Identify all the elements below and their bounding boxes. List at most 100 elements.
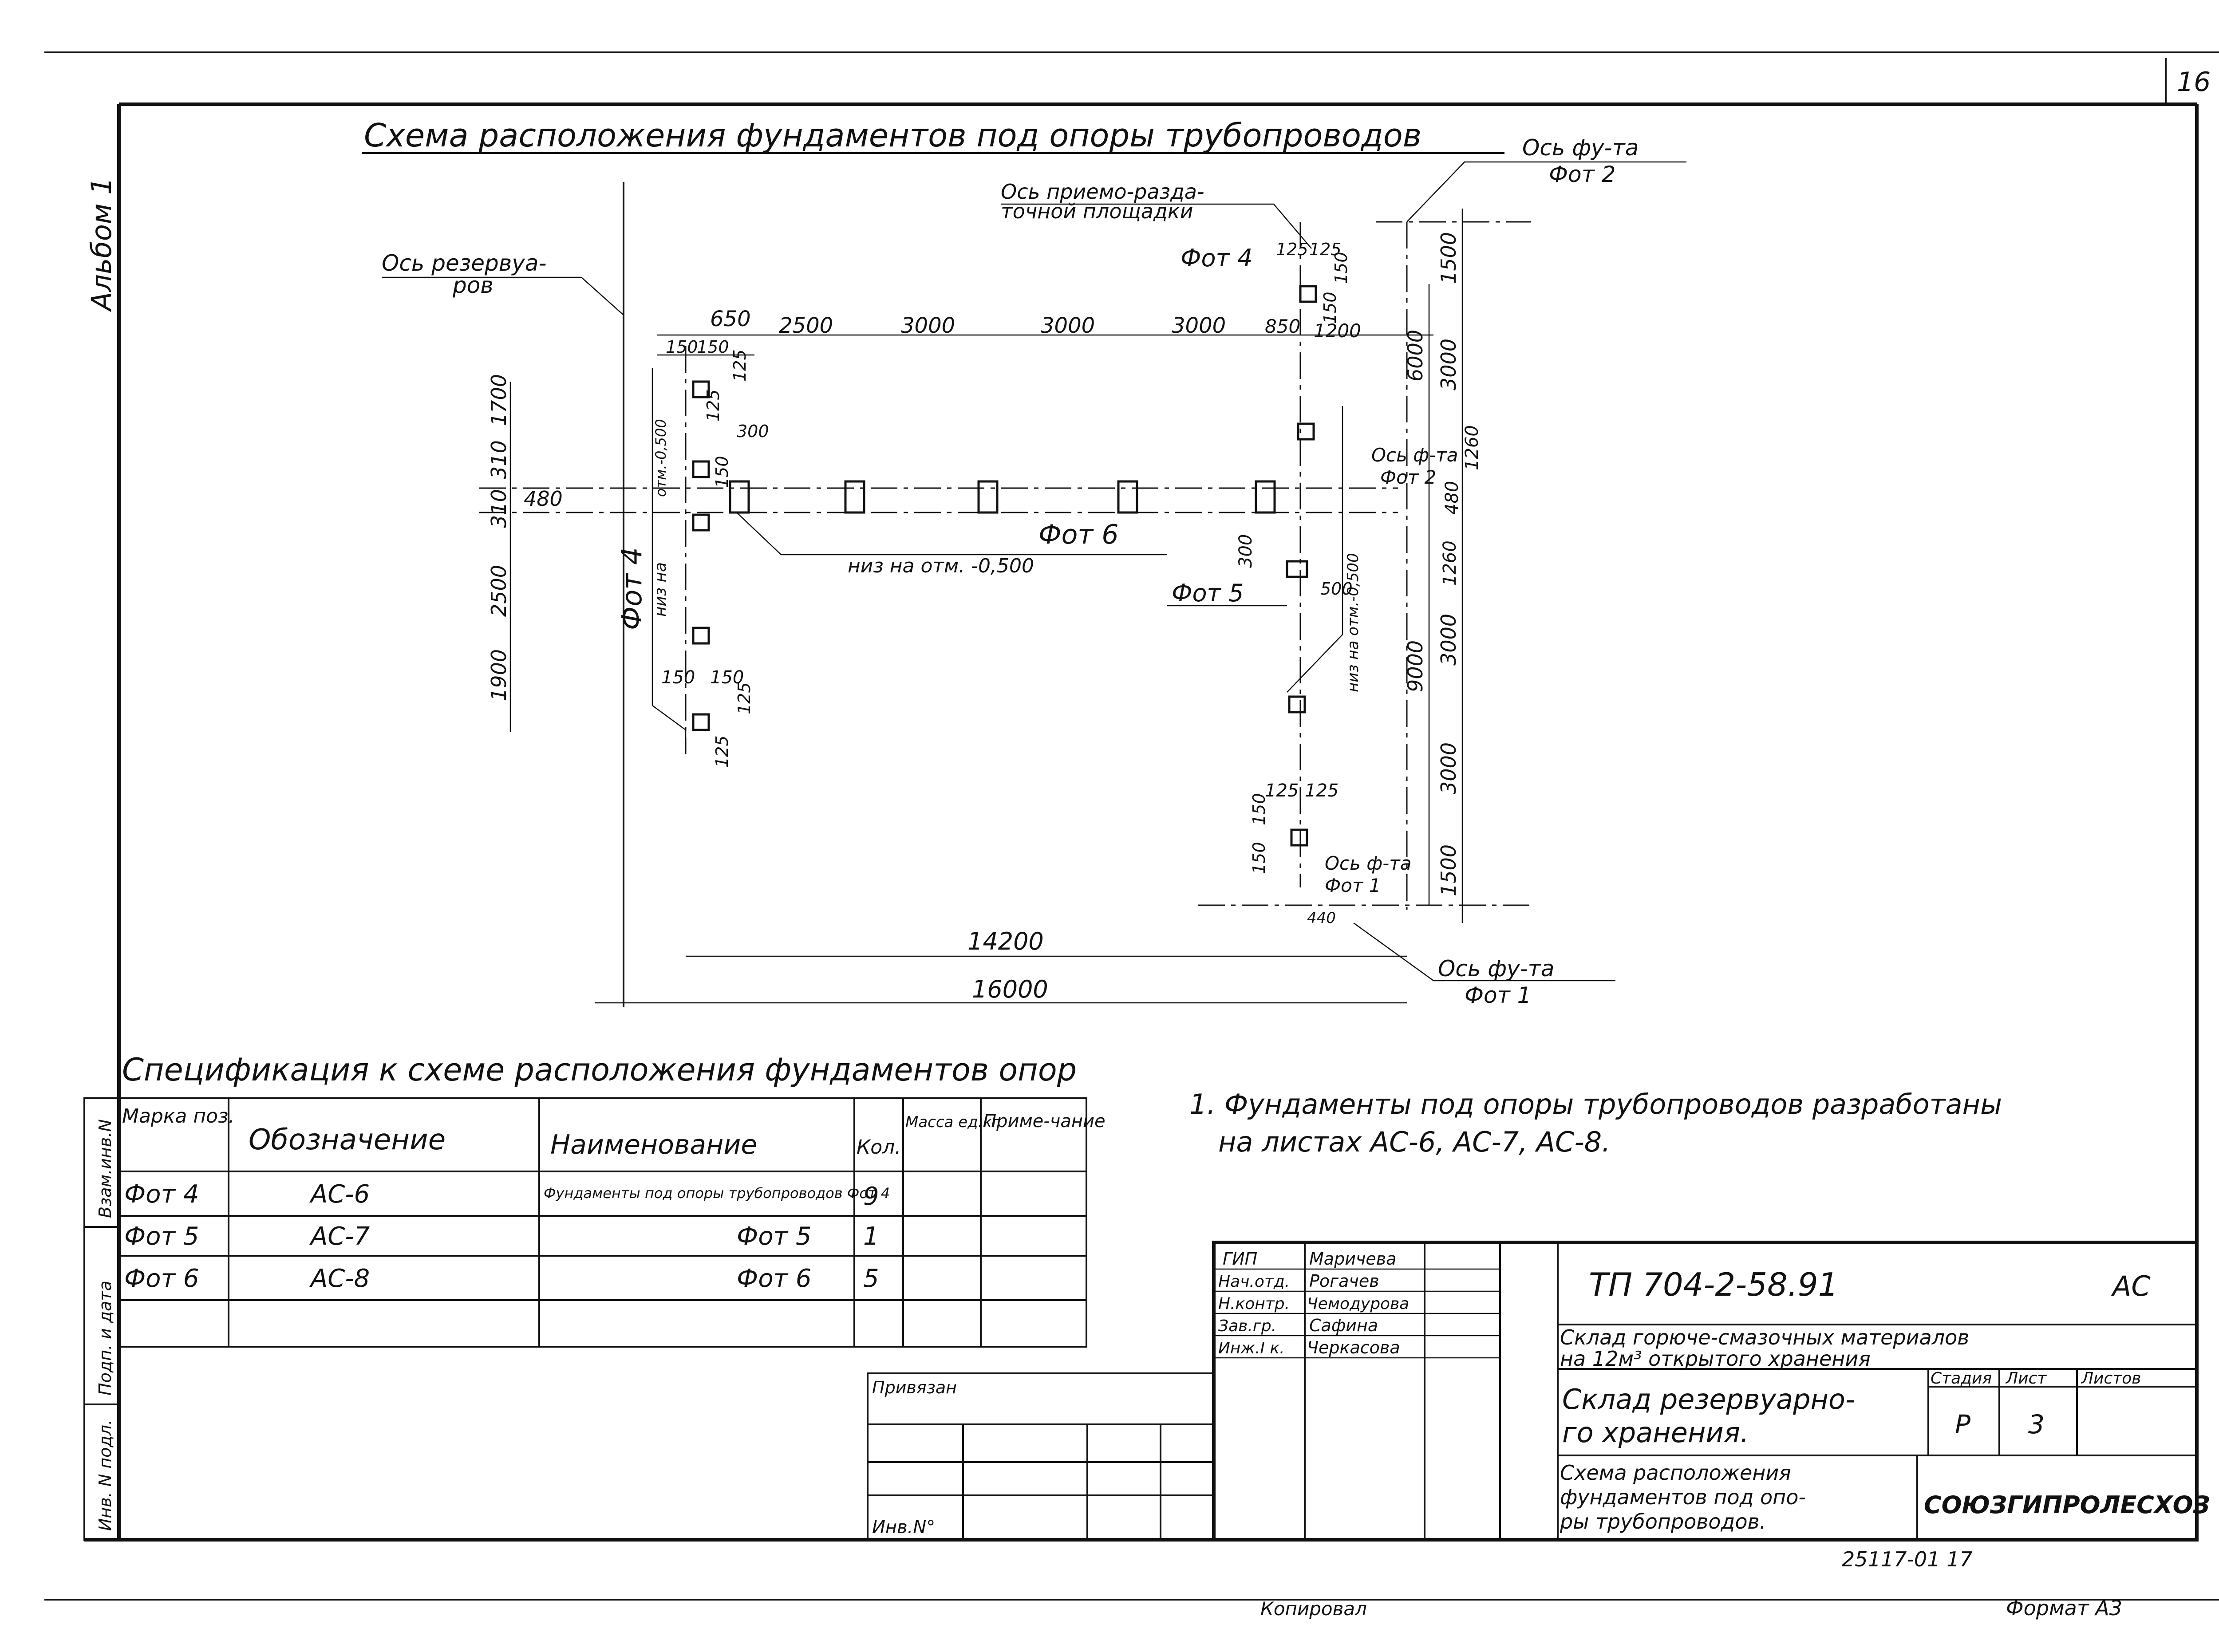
axis-label-fnd2-mid: Ось ф-та Фот 2 — [1371, 444, 1458, 488]
foundation-fom5 — [1286, 560, 1308, 578]
project-line-2: на 12м³ открытого хранения — [1560, 1347, 1871, 1371]
title-block-roles: ГИП Нач.отд. Н.контр. Зав.гр. Инж.I к. — [1218, 1249, 1290, 1357]
foundation-fom4-l4 — [692, 627, 710, 645]
foundation-fom6-3 — [977, 480, 999, 514]
foundation-fom4-r4 — [1290, 828, 1308, 847]
axis-label-platform: Ось приемо-разда- точной площадки — [1001, 180, 1312, 249]
svg-text:Инв.N°: Инв.N° — [872, 1517, 935, 1538]
drawing-line-2: фундаментов под опо- — [1560, 1485, 1806, 1509]
svg-text:125: 125 — [712, 735, 732, 768]
svg-text:125: 125 — [1309, 240, 1342, 259]
svg-text:Черкасова: Черкасова — [1307, 1338, 1400, 1357]
svg-text:на листах АС-6, АС-7, АС-8.: на листах АС-6, АС-7, АС-8. — [1218, 1126, 1611, 1158]
svg-text:Масса ед.кг: Масса ед.кг — [905, 1113, 1000, 1131]
spec-table — [118, 1097, 1087, 1348]
svg-text:125: 125 — [1305, 781, 1339, 801]
svg-text:310: 310 — [487, 489, 511, 528]
foundation-fom4-r1 — [1299, 285, 1317, 303]
level-note-right: низ на отм.-0,500 — [1344, 553, 1362, 692]
svg-text:1500: 1500 — [1437, 232, 1461, 284]
spec-row-2: Фот 5 АС-7 Фот 5 1 — [124, 1222, 879, 1251]
spec-row-1: Фот 4 АС-6 Фундаменты под опоры трубопро… — [124, 1180, 890, 1211]
svg-text:Фот 4: Фот 4 — [124, 1180, 199, 1209]
svg-text:150: 150 — [1249, 793, 1269, 825]
svg-text:1900: 1900 — [487, 649, 511, 701]
organization: СОЮЗГИПРОЛЕСХОЗ — [1924, 1491, 2210, 1519]
stage-value: Р — [1955, 1409, 1970, 1439]
svg-text:1: 1 — [863, 1222, 879, 1251]
svg-text:150: 150 — [1249, 842, 1269, 874]
small-dims-bottom-right: 125 125 150 150 — [1249, 781, 1339, 874]
axis-label-reservoir: Ось резервуа- ров — [382, 250, 624, 315]
svg-text:Подп. и дата: Подп. и дата — [95, 1281, 115, 1396]
mark-fom5: Фот 5 — [1172, 579, 1244, 607]
svg-text:Фундаменты под опоры трубопров: Фундаменты под опоры трубопроводов Фот 4 — [544, 1185, 890, 1202]
svg-text:Фот 2: Фот 2 — [1549, 162, 1615, 187]
svg-text:Фот 5: Фот 5 — [124, 1222, 199, 1251]
dim-14200: 14200 — [967, 927, 1044, 955]
svg-text:Ось ф-та: Ось ф-та — [1325, 852, 1412, 874]
svg-text:125: 125 — [1276, 240, 1308, 259]
doc-code: ТП 704-2-58.91 — [1589, 1266, 1838, 1303]
small-dims-bottom-left: 150 150 125 125 — [661, 667, 754, 768]
copied-by: Копировал — [1260, 1598, 1367, 1620]
svg-text:9: 9 — [863, 1182, 879, 1211]
foundation-fom6-1 — [729, 480, 750, 514]
svg-text:Зав.гр.: Зав.гр. — [1218, 1317, 1276, 1335]
svg-text:Кол.: Кол. — [857, 1136, 901, 1159]
side-stamp: Взам.инв.N Подп. и дата Инв. N подл. — [83, 1097, 120, 1541]
privyazan-block: Привязан Инв.N° — [867, 1372, 1215, 1541]
svg-text:2500: 2500 — [487, 565, 511, 617]
level-note-left: низ на — [651, 562, 670, 617]
svg-text:Н.контр.: Н.контр. — [1218, 1295, 1290, 1313]
drawing-line-3: ры трубопроводов. — [1560, 1510, 1766, 1534]
svg-text:Фот 1: Фот 1 — [1465, 982, 1531, 1008]
stage-header: Стадия — [1931, 1369, 1992, 1388]
svg-text:6000: 6000 — [1403, 330, 1427, 382]
svg-text:150: 150 — [710, 667, 744, 688]
title-block — [1212, 1241, 2199, 1542]
svg-text:3000: 3000 — [1041, 313, 1095, 338]
sheet-header: Лист — [2005, 1369, 2047, 1388]
svg-text:5: 5 — [863, 1264, 879, 1293]
svg-text:150: 150 — [661, 667, 695, 688]
svg-text:300: 300 — [1236, 534, 1256, 568]
svg-text:Ось ф-та: Ось ф-та — [1371, 444, 1458, 466]
svg-text:850: 850 — [1265, 315, 1300, 337]
svg-text:Ось резервуа-: Ось резервуа- — [382, 250, 547, 276]
axis-label-fnd1-bot: Ось фу-та Фот 1 — [1353, 922, 1615, 1008]
svg-text:Взам.инв.N: Взам.инв.N — [95, 1119, 115, 1218]
right-dims: 1500 6000 3000 480 1260 1260 9000 3000 3… — [1403, 232, 1482, 896]
project-line-1: Склад горюче-смазочных материалов — [1560, 1325, 1969, 1349]
svg-text:Ось приемо-разда-: Ось приемо-разда- — [1001, 180, 1204, 204]
svg-text:1200: 1200 — [1314, 320, 1361, 342]
svg-text:Сафина: Сафина — [1309, 1316, 1378, 1335]
general-note: 1. Фундаменты под опоры трубопроводов ра… — [1189, 1088, 2002, 1158]
svg-text:3000: 3000 — [1172, 313, 1226, 338]
title-block-names: Маричева Рогачев Чемодурова Сафина Черка… — [1307, 1249, 1409, 1357]
misc-dims: 300 500 440 — [1236, 534, 1353, 927]
svg-text:Рогачев: Рогачев — [1309, 1271, 1379, 1291]
svg-text:Привязан: Привязан — [872, 1378, 957, 1397]
svg-text:3000: 3000 — [1437, 614, 1461, 666]
spec-row-3: Фот 6 АС-8 Фот 6 5 — [124, 1264, 879, 1293]
svg-text:125: 125 — [730, 349, 750, 382]
svg-text:480: 480 — [524, 487, 563, 511]
axis-label-fnd2-top: Ось фу-та Фот 2 — [1406, 135, 1686, 222]
foundation-fom4-l2 — [692, 460, 710, 478]
sheets-header: Листов — [2081, 1369, 2141, 1388]
mark-fom4-top: Фот 4 — [1181, 244, 1253, 272]
svg-text:1500: 1500 — [1437, 844, 1461, 896]
small-dims-top-left: 150 150 125 125 300 150 — [666, 337, 769, 488]
spec-title: Спецификация к схеме расположения фундам… — [122, 1052, 1077, 1088]
svg-text:1260: 1260 — [1440, 540, 1460, 586]
svg-text:3000: 3000 — [1437, 339, 1461, 390]
route-right — [1287, 406, 1343, 693]
diagram-title: Схема расположения фундаментов под опоры… — [364, 117, 1421, 154]
svg-text:Фот 5: Фот 5 — [737, 1222, 812, 1251]
svg-text:Ось фу-та: Ось фу-та — [1522, 135, 1639, 161]
album-label: Альбом 1 — [85, 177, 118, 312]
mark-fom4-left: Фот 4 — [616, 547, 648, 630]
svg-text:АС-7: АС-7 — [309, 1222, 370, 1251]
svg-text:150: 150 — [712, 456, 732, 488]
